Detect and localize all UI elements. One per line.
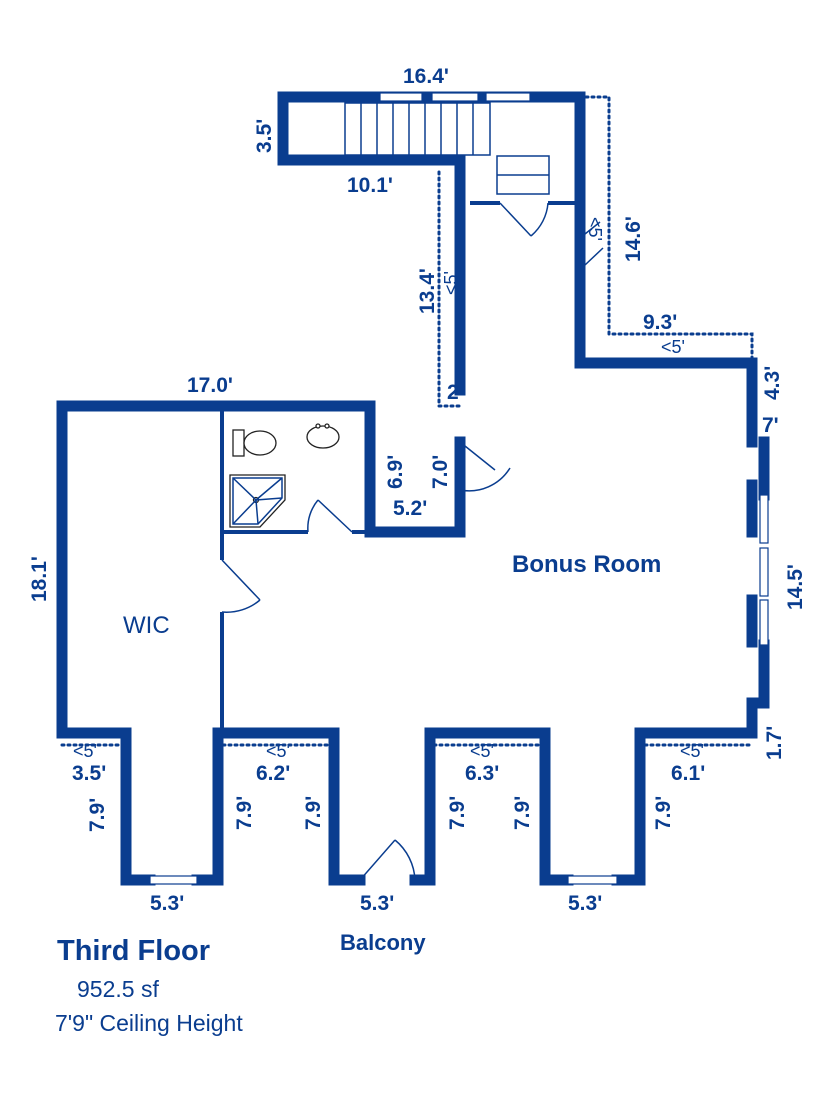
dim-bay1-depth: 7.9': [86, 798, 109, 832]
dim-bay1-width: 3.5': [72, 762, 106, 785]
window-top-1: [379, 92, 423, 102]
dim-bay4-low: <5': [680, 741, 704, 761]
bay-middle-walls: [191, 727, 366, 886]
stairs: [344, 102, 550, 195]
dim-bath-height: 6.9': [384, 455, 407, 489]
bay-left-walls: [56, 400, 466, 886]
dim-bottom-1: 5.3': [150, 892, 184, 915]
dim-bath-width: 5.2': [393, 497, 427, 520]
dim-hall-height: 13.4': [416, 268, 439, 314]
dim-right-step-low: <5': [661, 337, 685, 357]
dim-right-upper-low: <5': [585, 217, 605, 241]
sink-icon: [306, 423, 340, 449]
bath-fixtures: [229, 423, 340, 528]
dim-bottom-2: 5.3': [360, 892, 394, 915]
low-ceiling-lines: [60, 95, 754, 747]
dim-bottom-3: 5.3': [568, 892, 602, 915]
room-label-bonus: Bonus Room: [512, 551, 661, 578]
ceiling-height: 7'9" Ceiling Height: [55, 1010, 243, 1036]
dim-hall-small: 2: [447, 381, 459, 404]
dim-bay1-low: <5': [73, 741, 97, 761]
toilet-icon: [232, 429, 277, 457]
window-right-1: [759, 494, 769, 544]
dim-bay3-low: <5': [470, 741, 494, 761]
dimension-labels: 16.4' 3.5' 10.1' 13.4' <5' 2 14.6' <5' 9…: [28, 65, 807, 915]
dim-bay2-low: <5': [266, 741, 290, 761]
stair-wing-wall: [277, 91, 758, 448]
dim-bay4-depth: 7.9': [652, 796, 675, 830]
exterior-walls: [56, 91, 770, 886]
floor-title: Third Floor: [57, 935, 211, 967]
dim-bay2-depth-l: 7.9': [233, 796, 256, 830]
door-balcony: [359, 839, 416, 881]
dim-right-corner: 4.3': [761, 366, 784, 400]
dim-bath-door-height: 7.0': [429, 455, 452, 489]
dim-stair-width: 16.4': [403, 65, 449, 88]
dim-right-jog-top: 7': [762, 414, 779, 437]
window-bottom-1: [149, 875, 198, 885]
dim-bay3-depth-l: 7.9': [446, 796, 469, 830]
bay-right-walls: [409, 727, 574, 886]
doors: [221, 202, 604, 881]
shower-icon: [229, 474, 286, 528]
window-right-3: [759, 599, 769, 646]
dim-bay3-depth-r: 7.9': [511, 796, 534, 830]
door-right-upper: [579, 221, 604, 266]
dim-left-height: 18.1': [28, 556, 51, 602]
dim-stair-depth: 3.5': [253, 119, 276, 153]
dim-stair-lower: 10.1': [347, 174, 393, 197]
door-bonus: [459, 441, 511, 492]
door-stair: [499, 202, 549, 237]
windows: [149, 92, 769, 885]
dim-right-upper: 14.6': [622, 216, 645, 262]
door-bath: [307, 499, 353, 533]
dim-hall-low: <5': [441, 271, 461, 295]
dim-bay2-depth-r: 7.9': [302, 796, 325, 830]
dim-left-width: 17.0': [187, 374, 233, 397]
window-top-3: [485, 92, 531, 102]
dim-bay3-width: 6.3': [465, 762, 499, 785]
interior-walls: [220, 201, 578, 733]
floor-area: 952.5 sf: [77, 976, 159, 1002]
room-label-wic: WIC: [123, 612, 170, 639]
dim-bay2-width: 6.2': [256, 762, 290, 785]
window-bottom-2: [567, 875, 618, 885]
dim-right-wall: 14.5': [784, 564, 807, 610]
dim-right-jog-bottom: 1.7': [763, 726, 786, 760]
room-label-balcony: Balcony: [340, 930, 426, 955]
dim-bay4-width: 6.1': [671, 762, 705, 785]
door-wic: [221, 559, 261, 613]
dim-right-step: 9.3': [643, 311, 677, 334]
window-top-2: [431, 92, 479, 102]
right-bottom-corner: [611, 697, 770, 886]
window-right-2: [759, 547, 769, 597]
